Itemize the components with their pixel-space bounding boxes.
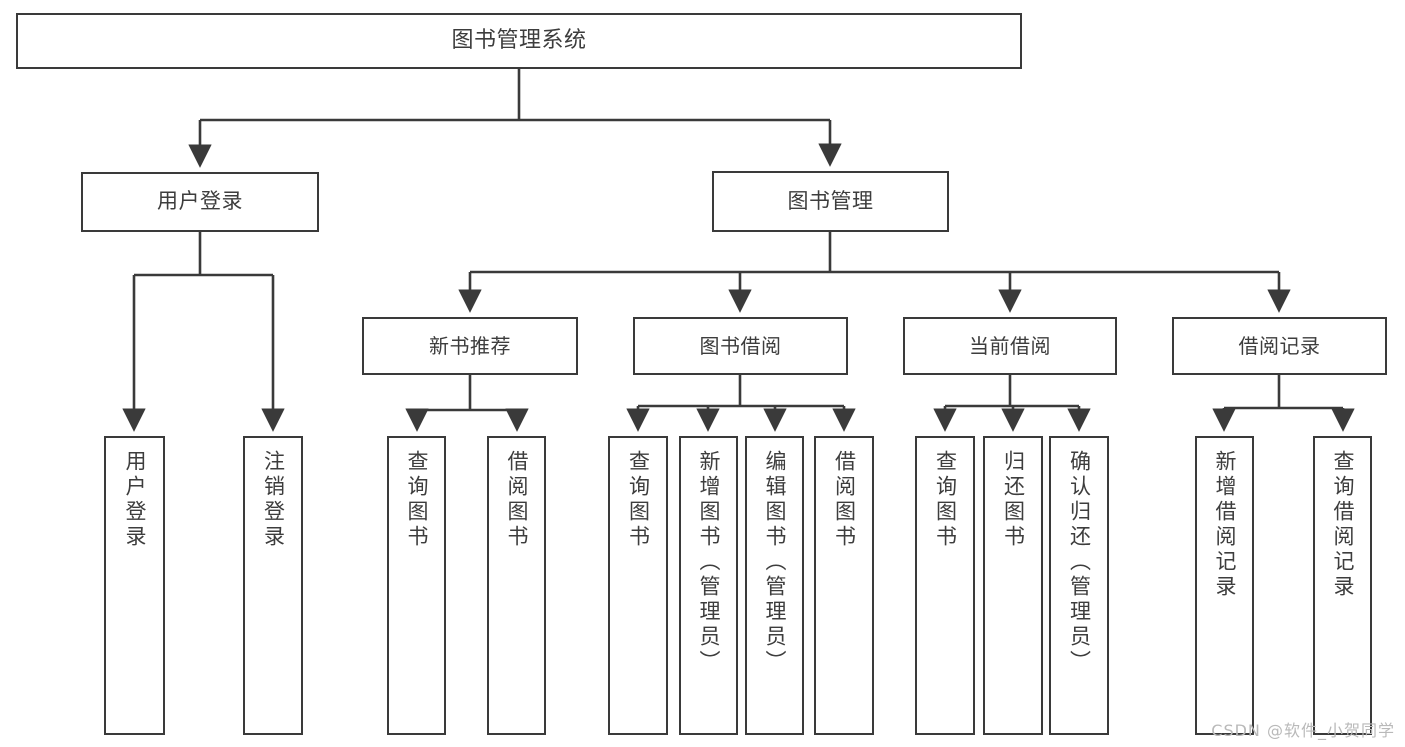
node-label: 图书借阅 xyxy=(699,333,782,358)
node-label: 查询图书 xyxy=(405,450,429,550)
node-book-management[interactable]: 图书管理 xyxy=(712,171,949,232)
node-label: 当前借阅 xyxy=(969,333,1051,358)
node-label: 借阅图书 xyxy=(505,450,529,550)
leaf-logout[interactable]: 注销登录 xyxy=(243,436,303,735)
node-borrow-record[interactable]: 借阅记录 xyxy=(1172,317,1387,375)
leaf-current-confirm-return-admin[interactable]: 确认归还（管理员） xyxy=(1049,436,1109,735)
node-label: 注销登录 xyxy=(261,450,286,550)
watermark-text: CSDN @软件_小贺同学 xyxy=(1211,721,1395,740)
node-label: 确认归还（管理员） xyxy=(1067,450,1092,675)
node-label: 归还图书 xyxy=(1001,450,1026,550)
leaf-current-query-book[interactable]: 查询图书 xyxy=(915,436,975,735)
node-label: 图书管理 xyxy=(787,188,874,213)
leaf-borrow-edit-book-admin[interactable]: 编辑图书（管理员） xyxy=(745,436,804,735)
node-root-system[interactable]: 图书管理系统 xyxy=(16,13,1022,69)
leaf-user-login[interactable]: 用户登录 xyxy=(104,436,165,735)
node-label: 查询图书 xyxy=(933,450,958,550)
leaf-newbook-query-book[interactable]: 查询图书 xyxy=(387,436,446,735)
node-user-login[interactable]: 用户登录 xyxy=(81,172,319,232)
leaf-borrow-add-book-admin[interactable]: 新增图书（管理员） xyxy=(679,436,738,735)
node-label: 新增图书（管理员） xyxy=(697,450,721,675)
leaf-record-add-record[interactable]: 新增借阅记录 xyxy=(1195,436,1254,735)
node-label: 查询图书 xyxy=(626,450,651,550)
node-current-borrow[interactable]: 当前借阅 xyxy=(903,317,1117,375)
node-label: 新增借阅记录 xyxy=(1213,450,1237,600)
node-label: 查询借阅记录 xyxy=(1331,450,1355,600)
node-label: 借阅记录 xyxy=(1238,333,1321,358)
leaf-current-return-book[interactable]: 归还图书 xyxy=(983,436,1043,735)
leaf-borrow-lend-book[interactable]: 借阅图书 xyxy=(814,436,874,735)
leaf-borrow-query-book[interactable]: 查询图书 xyxy=(608,436,668,735)
node-label: 借阅图书 xyxy=(832,450,857,550)
node-label: 图书管理系统 xyxy=(451,27,587,53)
node-label: 新书推荐 xyxy=(429,333,511,358)
node-label: 编辑图书（管理员） xyxy=(763,450,787,675)
node-book-borrow[interactable]: 图书借阅 xyxy=(633,317,848,375)
leaf-newbook-borrow-book[interactable]: 借阅图书 xyxy=(487,436,546,735)
node-label: 用户登录 xyxy=(123,450,147,550)
node-new-book-recommend[interactable]: 新书推荐 xyxy=(362,317,578,375)
node-label: 用户登录 xyxy=(157,189,243,214)
leaf-record-query-record[interactable]: 查询借阅记录 xyxy=(1313,436,1372,735)
